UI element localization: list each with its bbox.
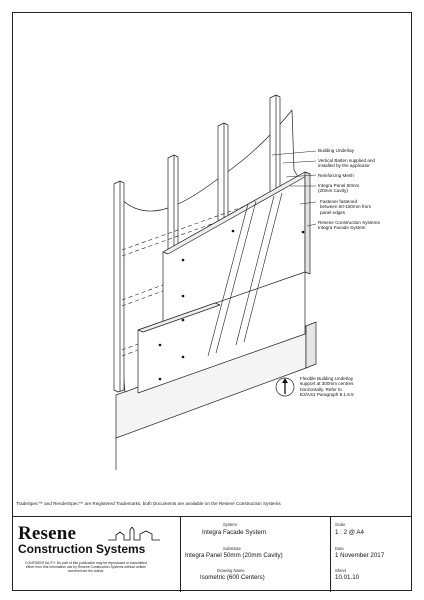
divider: [330, 517, 331, 592]
logo-subtitle: Construction Systems: [18, 542, 146, 556]
system-value: Integra Facade System: [202, 529, 266, 536]
drawing-name-label: Drawing Name: [217, 568, 245, 573]
skyline-icon: [108, 527, 160, 541]
sheet-value: 10.01.10: [335, 574, 360, 581]
callout-reinforcing-mesh: Reinforcing Mesh: [318, 173, 354, 178]
resene-logo: Resene Construction Systems: [18, 523, 168, 556]
fasteners: [158, 229, 305, 381]
leader-lines: [271, 150, 317, 227]
callout-integra-panel: Integra Panel 50mm(20mm Cavity): [318, 183, 360, 194]
system-label: System: [223, 522, 237, 527]
logo-word: Resene: [18, 523, 77, 544]
date-value: 1 November 2017: [335, 552, 385, 559]
reinforcing-mesh: [207, 192, 283, 357]
sheet-label: Sheet: [335, 568, 346, 573]
substrate-value: Integra Panel 50mm (20mm Cavity): [185, 552, 283, 559]
scale-label: Scale: [335, 522, 346, 527]
trademark-note: TradeSpec™ and RenderSpec™ are Registere…: [16, 501, 281, 506]
date-label: Date: [335, 546, 344, 551]
confidentiality-note: CONFIDENTIALITY: No part of this publica…: [25, 561, 147, 573]
substrate-label: Substrate: [223, 546, 241, 551]
title-block: Resene Construction Systems CONFIDENTIAL…: [12, 516, 412, 592]
scale-value: 1 : 2 @ A4: [335, 529, 364, 536]
drawing-sheet: [12, 12, 412, 591]
drawing-name-value: Isometric (600 Centers): [200, 574, 265, 581]
divider: [180, 517, 181, 592]
callout-building-underlay: Building Underlay: [318, 148, 355, 153]
detail-symbol-icon: [275, 377, 295, 397]
